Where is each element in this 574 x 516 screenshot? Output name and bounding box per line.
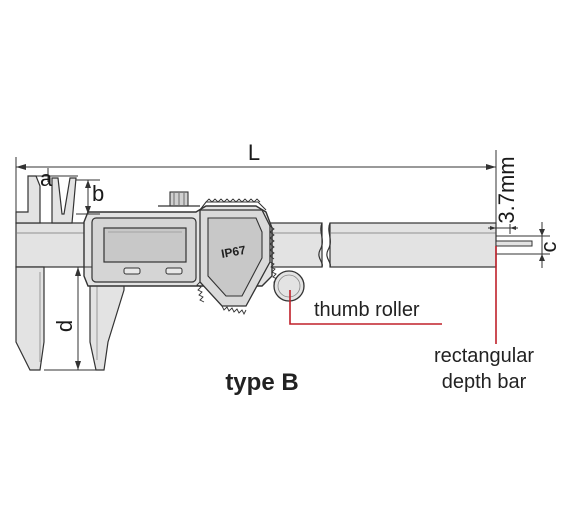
ip-rating-label: IP67 [220,243,247,261]
dimension-c-label: c [536,242,561,253]
thumb-roller-label: thumb roller [314,299,420,321]
dimension-d [44,266,104,371]
depth-bar [495,222,550,268]
dimension-depth-bar-width-label: 3.7mm [494,156,519,223]
dimension-L-label: L [248,140,260,165]
dimension-d-label: d [52,320,77,332]
depth-bar-label-line1: rectangular [434,345,534,367]
depth-bar-label-line2: depth bar [442,371,527,393]
dimension-a [36,168,78,182]
diagram-caption: type B [225,369,298,396]
dimension-a-label: a [40,166,53,191]
dimension-b [76,179,100,215]
callout-lines [289,246,497,344]
dimension-b-label: b [92,181,104,206]
thumb-roller [273,270,305,302]
slider [51,177,280,371]
dimension-depth-bar-width [488,224,518,234]
fixed-jaw [15,175,45,371]
